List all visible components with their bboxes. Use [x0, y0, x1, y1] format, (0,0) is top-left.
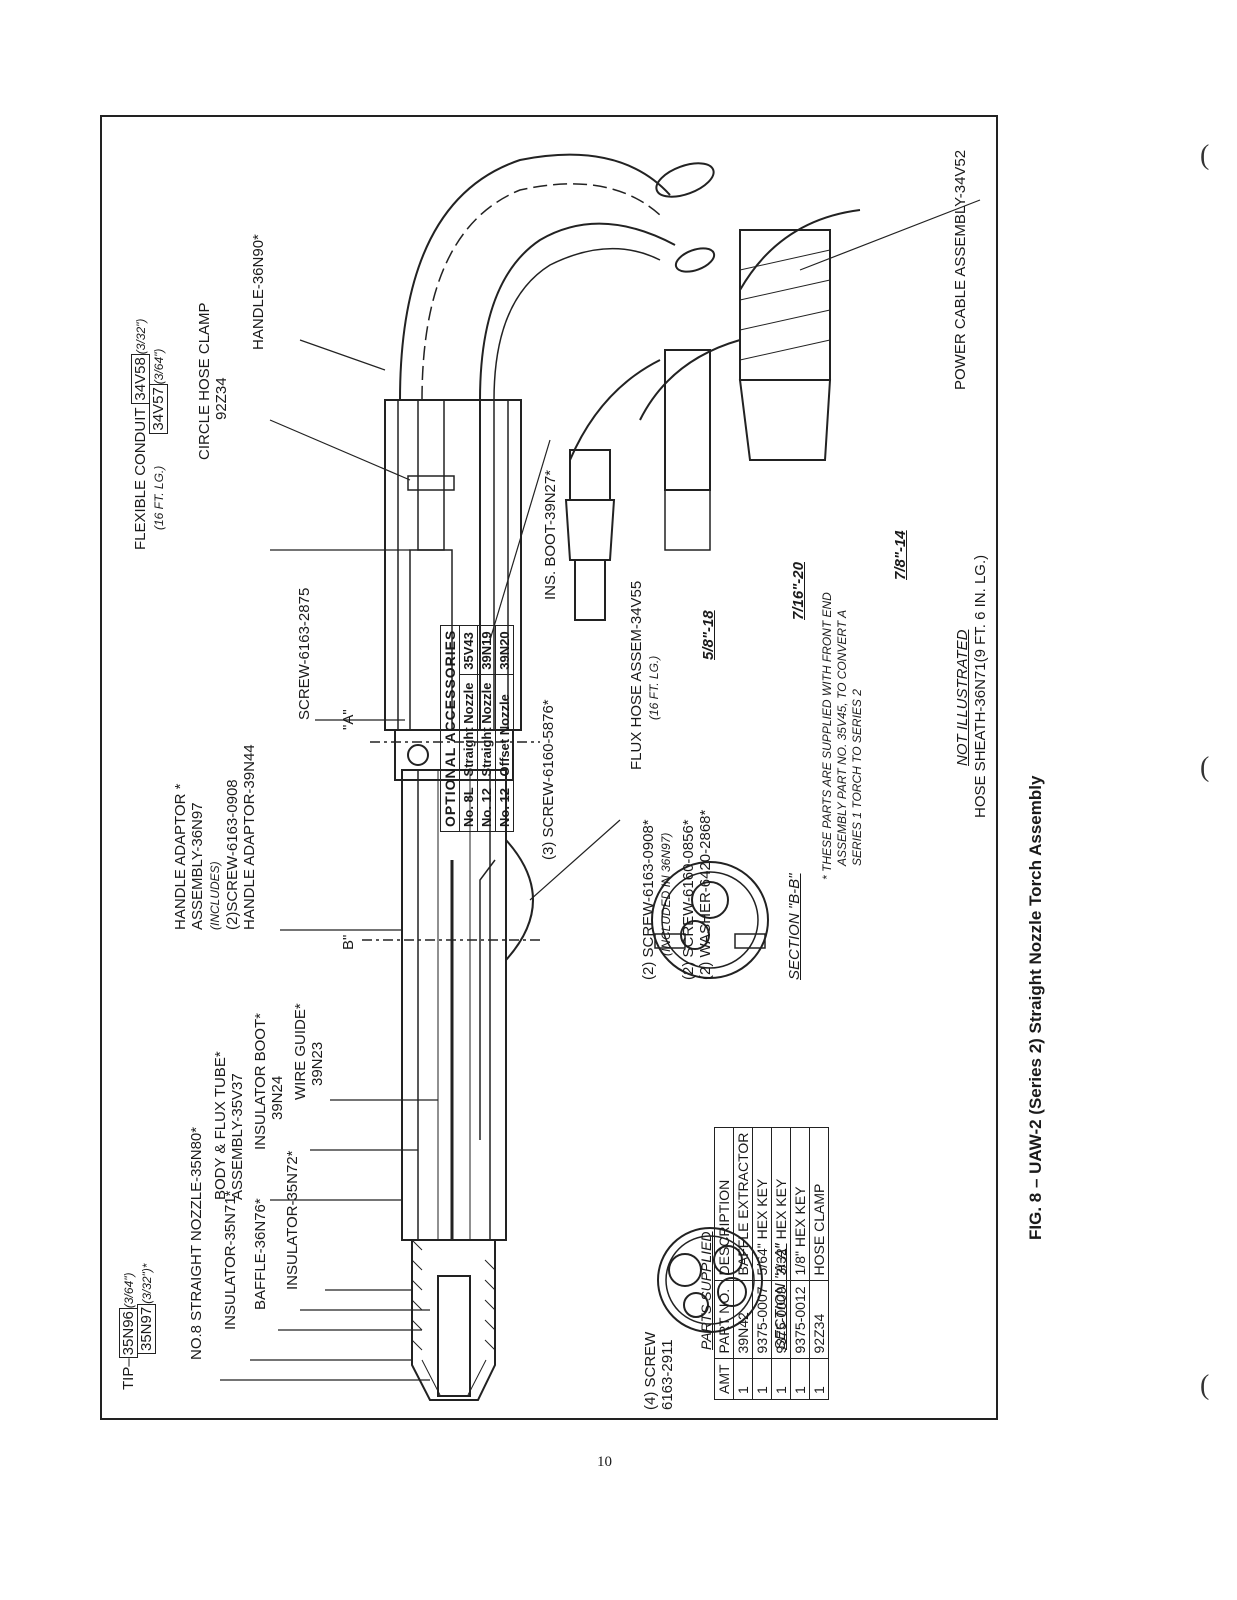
wire-guide-callout: WIRE GUIDE* 39N23 [292, 1003, 326, 1100]
section-mark-a: "A" [340, 709, 357, 730]
screw-5876-callout: (3) SCREW-6160-5876* [540, 699, 557, 860]
thread-7-8-callout: 7/8"-14 [892, 530, 909, 580]
screw-0856-callout: (2) SCREW-6160-0856* (2) WASHER-6420-286… [680, 809, 714, 980]
table-row: No. 12 Straight Nozzle 39N19 [477, 625, 496, 832]
parts-supplied-title: PARTS SUPPLIED [698, 1231, 714, 1350]
footnote: * THESE PARTS ARE SUPPLIED WITH FRONT EN… [820, 592, 864, 880]
adaptor-screw-shape [407, 744, 429, 766]
tip-part-2: 35N97 [137, 1303, 156, 1354]
col-description: DESCRIPTION [714, 1127, 734, 1281]
table-row: 1 9375-0009 3/32" HEX KEY [771, 1127, 791, 1400]
col-part-no: PART NO. [714, 1280, 734, 1359]
col-amt: AMT [714, 1358, 734, 1400]
table-row: No. 12 Offset Nozzle 39N20 [495, 625, 514, 832]
tip-callout: TIP–35N96(3/64") 35N97(3/32")* [119, 1263, 156, 1390]
flux-fitting-shape [569, 449, 611, 501]
insulator-boot-shape [505, 839, 534, 961]
tip-shape [437, 1275, 471, 1397]
torch-drawing [220, 153, 981, 1401]
table-row: No. 8L Straight Nozzle 35V43 [459, 625, 478, 832]
screw-2911-callout: (4) SCREW 6163-2911 [642, 1331, 676, 1410]
ins-boot-callout: INS. BOOT-39N27* [542, 469, 559, 600]
section-mark-b: B" [340, 934, 357, 950]
handle-adaptor-callout: HANDLE ADAPTOR * ASSEMBLY-36N97 (INCLUDE… [172, 744, 258, 930]
table-row: 1 92Z34 HOSE CLAMP [809, 1127, 829, 1400]
section-bb-label: SECTION "B-B" [786, 873, 803, 981]
handle-callout: HANDLE-36N90* [250, 234, 267, 350]
baffle-callout: BAFFLE-36N76* [252, 1198, 269, 1310]
screw-2875-callout: SCREW-6163-2875 [296, 587, 313, 720]
hose-clamp-callout: CIRCLE HOSE CLAMP 92Z34 [196, 302, 230, 460]
tip-prefix: TIP– [120, 1358, 137, 1390]
power-cable-callout: POWER CABLE ASSEMBLY-34V52 [952, 149, 969, 390]
body-tube-callout: BODY & FLUX TUBE* ASSEMBLY-35V37 [212, 1051, 246, 1200]
section-aa-shape [657, 1227, 763, 1333]
nozzle-shape [411, 1239, 496, 1401]
tip-part-1: 35N96 [119, 1308, 138, 1359]
flux-hose-callout: FLUX HOSE ASSEM-34V55 (16 FT. LG.) [628, 580, 661, 770]
power-cable-nut-shape [738, 379, 832, 461]
insulator-2-callout: INSULATOR-35N72* [284, 1150, 301, 1291]
diagram-sheet: TIP–35N96(3/64") 35N97(3/32")* NO.8 STRA… [100, 115, 998, 1420]
not-illustrated-label: NOT ILLUSTRATED [954, 629, 971, 766]
figure-caption: FIG. 8 – UAW-2 (Series 2) Straight Nozzl… [1026, 775, 1045, 1240]
section-bb-shape [651, 861, 769, 979]
optional-accessories-table: OPTIONAL ACCESSORIES No. 8L Straight Noz… [440, 625, 514, 832]
flexible-conduit-callout: FLEXIBLE CONDUIT 34V58(3/32") (16 FT. LG… [131, 318, 168, 550]
thread-7-16-callout: 7/16"-20 [790, 562, 807, 620]
flexible-conduit-shape [399, 153, 671, 401]
binding-mark: ( [1200, 752, 1210, 783]
binding-mark: ( [1200, 140, 1210, 171]
insulator-boot-callout: INSULATOR BOOT* 39N24 [252, 1013, 286, 1150]
tip-size-2: (3/32")* [140, 1263, 154, 1304]
binding-mark: ( [1200, 1370, 1210, 1401]
nozzle-callout: NO.8 STRAIGHT NOZZLE-35N80* [188, 1126, 205, 1360]
table-header-row: AMT PART NO. DESCRIPTION [714, 1127, 734, 1400]
table-row: 1 39N42 BAFFLE EXTRACTOR [733, 1127, 753, 1400]
flux-hose-shape [664, 349, 711, 491]
tip-size-1: (3/64") [122, 1272, 136, 1309]
body-tube-shape [401, 769, 507, 1241]
thread-5-8-callout: 5/8"-18 [700, 610, 717, 660]
table-row: 1 9375-0007 5/64" HEX KEY [752, 1127, 772, 1400]
flux-nut-shape [564, 499, 616, 561]
parts-supplied-table: PARTS SUPPLIED AMT PART NO. DESCRIPTION … [698, 1127, 829, 1400]
optional-accessories-title: OPTIONAL ACCESSORIES [440, 625, 460, 832]
handle-shape [384, 399, 522, 731]
insulator-1-callout: INSULATOR-35N71* [222, 1190, 239, 1331]
hose-sheath-callout: HOSE SHEATH-36N71(9 FT. 6 IN. LG.) [972, 554, 989, 818]
page-number: 10 [597, 1454, 612, 1470]
screw-0908-callout: (2) SCREW-6163-0908* (INCLUDED IN 36N97) [640, 819, 673, 980]
table-header-row: OPTIONAL ACCESSORIES [440, 625, 460, 832]
table-row: 1 9375-0012 1/8" HEX KEY [790, 1127, 810, 1400]
